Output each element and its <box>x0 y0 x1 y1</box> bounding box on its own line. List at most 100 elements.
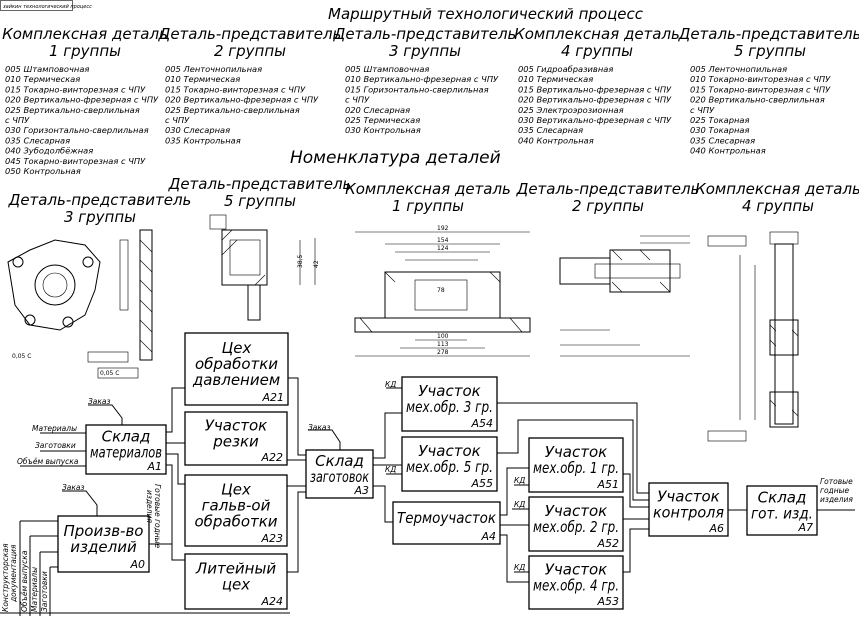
block-frame <box>184 411 288 466</box>
operation-item: 030 Контрольная <box>345 125 421 135</box>
operation-item: 030 Слесарная <box>165 125 230 135</box>
flow-connectors <box>0 377 855 616</box>
operation-item: 010 Термическая <box>518 74 593 84</box>
operation-item: 005 Штамповочная <box>345 64 429 74</box>
stamp-text: зайкин технологический процесс <box>3 4 92 10</box>
drawing-group: 4 группы <box>742 197 814 215</box>
label-a0-materials: Материалы <box>30 567 39 612</box>
block-code: A51 <box>596 478 619 491</box>
nomenclature-title: Номенклатура деталей <box>290 148 501 168</box>
block-frame <box>528 437 624 493</box>
block-label: давлением <box>192 371 280 389</box>
block-label: Термоучасток <box>397 509 496 527</box>
operation-item: 050 Контрольная <box>5 166 81 176</box>
operation-item: с ЧПУ <box>165 115 190 125</box>
block-label: Участок <box>545 443 607 461</box>
label-materials: Материалы <box>32 424 77 433</box>
block-label: заготовок <box>310 468 369 486</box>
block-label: обработки <box>195 355 278 373</box>
svg-text:0,05 С: 0,05 С <box>12 353 31 360</box>
label-kd-a54: КД <box>385 380 396 389</box>
operation-item: 025 Электроэрозионная <box>518 105 624 115</box>
operation-item: 045 Токарно-винторезная с ЧПУ <box>5 156 146 166</box>
block-label: гот. изд. <box>751 505 813 523</box>
operation-item: 015 Вертикально-фрезерная с ЧПУ <box>518 84 672 94</box>
drawing-complex-detail-group-4 <box>707 231 799 442</box>
operation-item: 020 Вертикально-фрезерная с ЧПУ <box>5 95 159 105</box>
route-column-title: Деталь-представитель <box>678 25 859 43</box>
block-label: Участок <box>545 561 607 579</box>
label-kd-a52: КД <box>514 500 525 509</box>
block-frame <box>184 474 288 547</box>
block-frame <box>401 376 498 432</box>
operation-item: 020 Вертикально-фрезерная с ЧПУ <box>518 95 672 105</box>
operation-item: 030 Вертикально-фрезерная с ЧПУ <box>518 115 672 125</box>
block-label: изделий <box>70 538 137 556</box>
operation-item: 035 Слесарная <box>518 125 583 135</box>
operation-item: 040 Зубодолбёжная <box>5 146 93 156</box>
block-label: резки <box>212 433 259 451</box>
block-frame <box>401 436 498 492</box>
label-order-a1: Заказ <box>88 397 111 406</box>
operation-item: 025 Токарная <box>690 115 749 125</box>
operation-item: 015 Токарно-винторезная с ЧПУ <box>165 84 306 94</box>
route-column-title: Комплексная деталь <box>2 25 168 43</box>
block-frame <box>392 501 501 545</box>
flow-blocks: Произв-воизделийA0СкладматериаловA1Цехоб… <box>57 332 818 610</box>
route-column-group: 4 группы <box>561 42 633 60</box>
drawing-title: Деталь-представитель <box>8 191 192 209</box>
operation-item: 005 Гидроабразивная <box>518 64 613 74</box>
label-order-a0: Заказ <box>62 483 85 492</box>
operation-item: 035 Слесарная <box>5 135 70 145</box>
block-label: Склад <box>315 452 364 470</box>
block-code: A1 <box>146 460 162 473</box>
dim-154: 154 <box>437 237 449 244</box>
label-a0-blanks: Заготовки <box>40 571 49 612</box>
operation-item: 010 Термическая <box>165 74 240 84</box>
route-column-group: 5 группы <box>734 42 806 60</box>
block-frame <box>184 553 288 610</box>
label-finished-1: Готовые <box>820 477 853 486</box>
block-code: A54 <box>470 417 493 430</box>
operation-item: 025 Вертикально-сверлильная <box>5 105 140 115</box>
block-code: A4 <box>480 530 496 543</box>
operation-item: 035 Контрольная <box>165 135 241 145</box>
operation-item: 040 Контрольная <box>518 135 594 145</box>
drawing-detail-group-5: 38,5 42 <box>209 214 320 321</box>
operation-item: 025 Термическая <box>345 115 420 125</box>
route-column-group: 3 группы <box>389 42 461 60</box>
operation-item: 015 Горизонтально-сверлильная <box>345 84 489 94</box>
operation-item: с ЧПУ <box>345 95 370 105</box>
block-label: мех.обр. 2 гр. <box>533 518 619 536</box>
block-label: Цех <box>221 481 251 499</box>
operation-item: 005 Штамповочная <box>5 64 89 74</box>
operation-item: с ЧПУ <box>690 105 715 115</box>
operation-item: 005 Ленточнопильная <box>690 64 787 74</box>
svg-text:0,05 С: 0,05 С <box>100 370 119 377</box>
block-frame <box>528 496 624 552</box>
block-label: Литейный <box>195 560 276 578</box>
route-column-group: 1 группы <box>49 42 121 60</box>
label-blanks: Заготовки <box>35 441 76 450</box>
block-code: A24 <box>260 595 283 608</box>
block-frame <box>746 485 818 536</box>
drawing-title: Комплексная деталь <box>345 180 511 198</box>
block-code: A55 <box>470 477 493 490</box>
block-code: A23 <box>260 532 283 545</box>
